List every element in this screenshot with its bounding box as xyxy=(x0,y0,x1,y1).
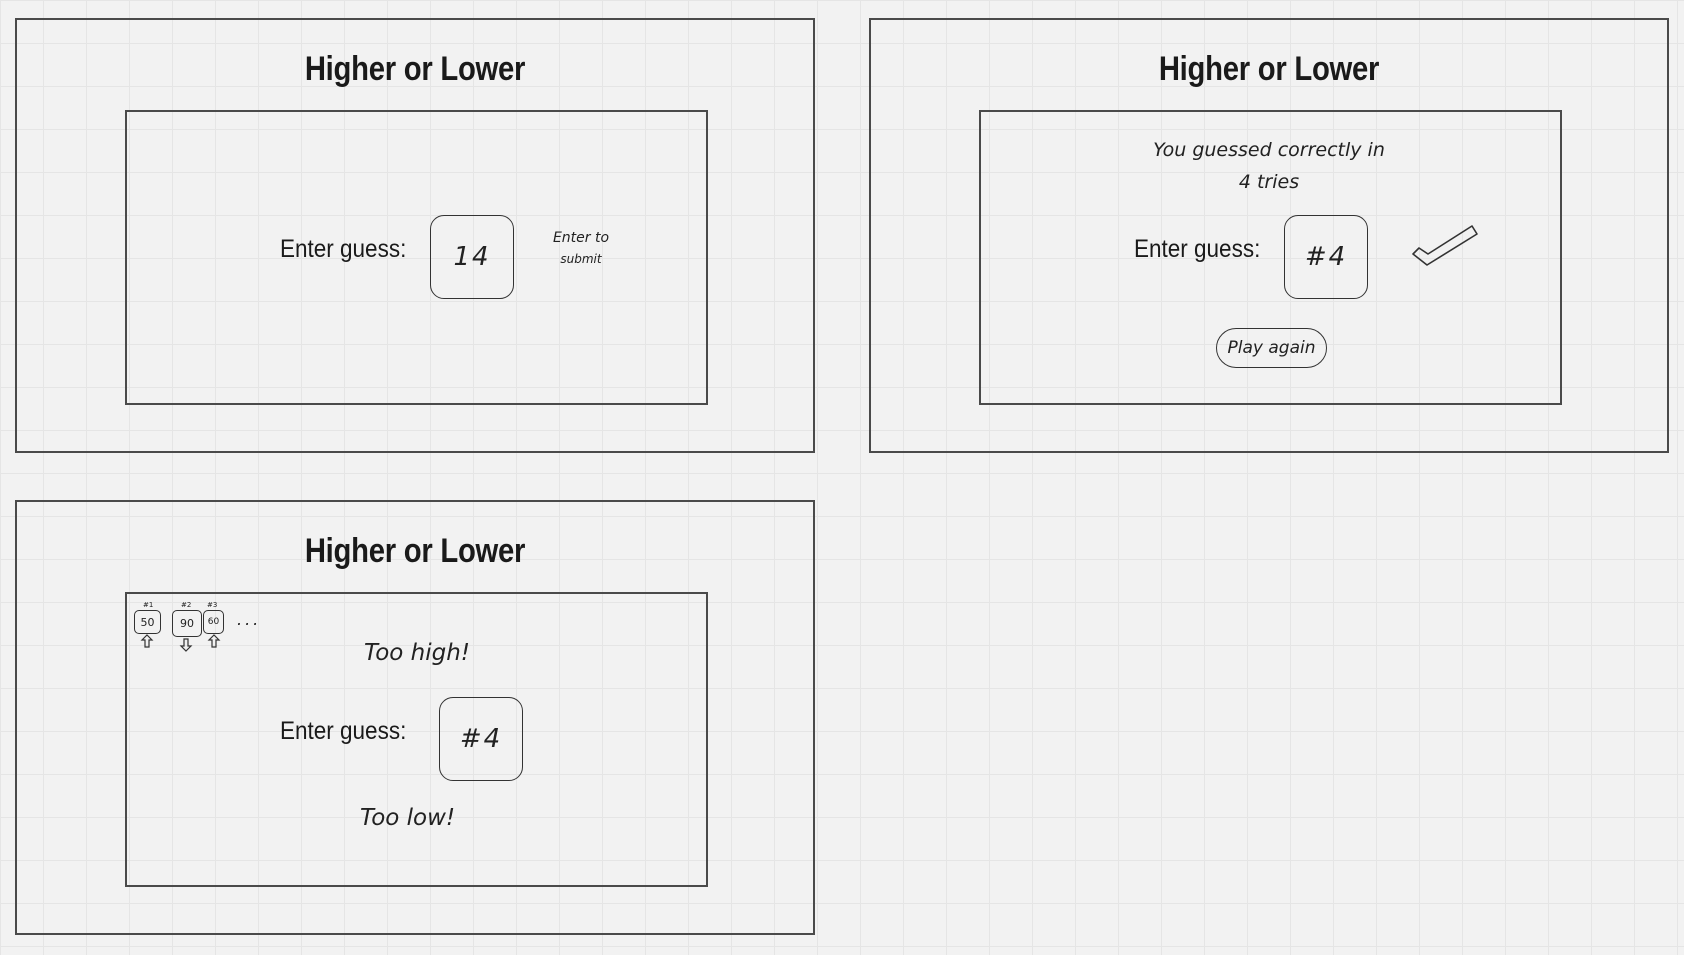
arrow-up-icon xyxy=(207,634,221,648)
guess-input[interactable]: 14 xyxy=(430,215,514,299)
guess-label: Enter guess: xyxy=(280,235,407,263)
history-number: #3 xyxy=(207,601,218,609)
history-value-box: 60 xyxy=(203,610,224,634)
game-panel: #1 50 #2 90 #3 60 ... Too high! xyxy=(125,592,708,887)
screen-frame-3: Higher or Lower #1 50 #2 90 #3 60 xyxy=(15,500,815,935)
game-title: Higher or Lower xyxy=(304,50,526,88)
game-panel: Enter guess: 14 Enter to submit xyxy=(125,110,708,405)
arrow-up-icon xyxy=(140,634,154,648)
game-title: Higher or Lower xyxy=(304,532,526,570)
history-more: ... xyxy=(237,610,262,629)
history-number: #1 xyxy=(143,601,154,609)
submit-hint: Enter to submit xyxy=(539,228,623,270)
guess-label: Enter guess: xyxy=(1134,235,1261,263)
success-message-line2: 4 tries xyxy=(1238,171,1300,193)
history-value: 90 xyxy=(180,617,194,630)
screen-frame-1: Higher or Lower Enter guess: 14 Enter to… xyxy=(15,18,815,453)
history-value-box: 90 xyxy=(172,610,202,637)
game-panel: You guessed correctly in 4 tries Enter g… xyxy=(979,110,1562,405)
too-low-message: Too low! xyxy=(360,805,456,831)
guess-history: #1 50 #2 90 #3 60 ... xyxy=(127,594,287,654)
checkmark-icon xyxy=(1412,225,1478,266)
success-message-line1: You guessed correctly in xyxy=(1153,139,1385,161)
history-value-box: 50 xyxy=(134,610,161,634)
submit-hint-line1: Enter to xyxy=(552,230,610,246)
guess-label: Enter guess: xyxy=(280,717,407,745)
submit-hint-line2: submit xyxy=(560,252,602,266)
history-value: 60 xyxy=(207,617,220,627)
guess-value: #4 xyxy=(459,724,503,754)
guess-value: #4 xyxy=(1304,242,1348,272)
guess-input[interactable]: #4 xyxy=(1284,215,1368,299)
guess-input[interactable]: #4 xyxy=(439,697,523,781)
screen-frame-2: Higher or Lower You guessed correctly in… xyxy=(869,18,1669,453)
arrow-down-icon xyxy=(179,638,193,652)
guess-value: 14 xyxy=(453,242,491,272)
history-number: #2 xyxy=(181,601,192,609)
too-high-message: Too high! xyxy=(364,640,471,666)
game-title: Higher or Lower xyxy=(1158,50,1380,88)
history-value: 50 xyxy=(140,615,155,629)
success-message: You guessed correctly in 4 tries xyxy=(1101,134,1437,198)
play-again-button[interactable]: Play again xyxy=(1216,328,1327,368)
